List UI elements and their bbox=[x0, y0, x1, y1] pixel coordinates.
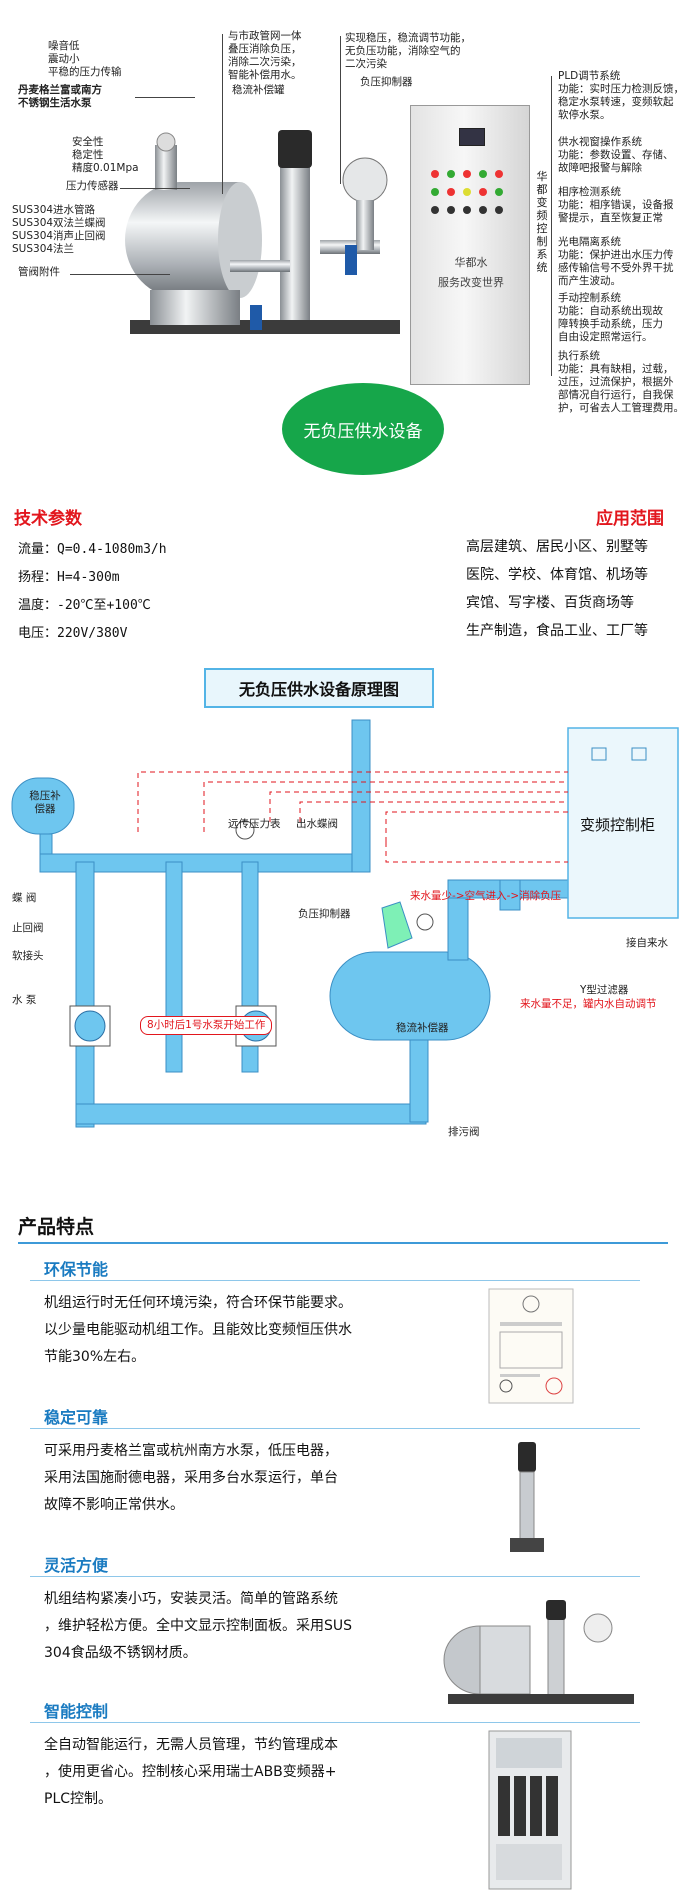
pump-switch-note: 8小时后1号水泵开始工作 bbox=[140, 1016, 273, 1035]
vfd-control-cabinet bbox=[567, 727, 679, 919]
label-butterfly: 蝶 阀 bbox=[12, 892, 37, 904]
riser-pipe bbox=[351, 719, 371, 873]
callout-line bbox=[222, 34, 223, 194]
label-cabinet: 变频控制柜 bbox=[580, 816, 656, 834]
callout-line bbox=[135, 97, 195, 98]
application-item: 宾馆、写字楼、百货商场等 bbox=[466, 595, 634, 611]
suppressor-label: 负压抑制器 bbox=[360, 76, 413, 88]
feature-title-flexible: 灵活方便 bbox=[44, 1556, 109, 1575]
feature-divider bbox=[30, 1428, 640, 1429]
feature-divider bbox=[30, 1576, 640, 1577]
callout-line bbox=[340, 36, 341, 184]
label-outlet-valve: 出水蝶阀 bbox=[296, 818, 338, 830]
label-inlet: 接自来水 bbox=[626, 937, 668, 949]
label-stabilizer: 稳压补偿器 bbox=[29, 790, 61, 815]
cabinet-interior-photo bbox=[488, 1730, 572, 1890]
callout-line bbox=[120, 188, 190, 189]
system-window: 供水视窗操作系统 功能：参数设置、存储、 故障吧报警与解除 bbox=[558, 136, 674, 174]
pressure-sensor-label: 压力传感器 bbox=[66, 180, 119, 192]
feature-title-reliable: 稳定可靠 bbox=[44, 1408, 109, 1427]
system-isolation: 光电隔离系统 功能：保护进出水压力传 感传输信号不受外界干扰 而产生波动。 bbox=[558, 236, 674, 287]
feature-divider bbox=[30, 1280, 640, 1281]
application-title: 应用范围 bbox=[596, 509, 664, 529]
callout-line bbox=[70, 274, 170, 275]
tech-params-title: 技术参数 bbox=[14, 509, 82, 529]
system-manual: 手动控制系统 功能：自动系统出现故 障转换手动系统，压力 自由设定照常运行。 bbox=[558, 292, 663, 343]
label-tank: 稳流补偿器 bbox=[396, 1022, 449, 1034]
system-phase: 相序检测系统 功能：相序错误，设备报 警提示，直至恢复正常 bbox=[558, 186, 674, 224]
feature-body-flexible: 机组结构紧凑小巧，安装灵活。简单的管路系统 ，维护轻松方便。全中文显示控制面板。… bbox=[44, 1591, 353, 1661]
callout-suppressor: 实现稳压，稳流调节功能， 无负压功能，消除空气的 二次污染 bbox=[345, 32, 471, 70]
vertical-system-title: 华都变频控制系统 bbox=[536, 170, 548, 274]
hero-section: 华都水 服务改变世界 华都变频控制系统 噪音低 震动小 平稳的压力传输 丹麦格兰… bbox=[0, 0, 700, 485]
note-low-water: 来水量少->空气进入->消除负压 bbox=[410, 890, 562, 902]
label-drain: 排污阀 bbox=[448, 1126, 480, 1138]
tank-label: 稳流补偿罐 bbox=[232, 84, 285, 96]
cabinet-indicator-lights bbox=[431, 170, 503, 214]
feature-body-eco: 机组运行时无任何环境污染，符合环保节能要求。 以少量电能驱动机组工作。且能效比变… bbox=[44, 1295, 352, 1365]
callout-pipes: SUS304进水管路 SUS304双法兰蝶阀 SUS304消声止回阀 SUS30… bbox=[12, 204, 106, 255]
pressure-gauge bbox=[235, 820, 255, 840]
principle-diagram bbox=[11, 719, 679, 1128]
diagram-title: 无负压供水设备原理图 bbox=[204, 668, 434, 708]
label-filter: Y型过滤器 bbox=[580, 984, 629, 996]
system-pld: PLD调节系统 功能：实时压力检测反馈， 稳定水泵转速，变频软起 软停水泵。 bbox=[558, 70, 684, 121]
param-temperature: 温度：-20℃至+100℃ bbox=[18, 598, 151, 613]
certificate-image bbox=[488, 1288, 574, 1404]
cabinet-brand-text: 华都水 bbox=[454, 256, 488, 269]
param-head: 扬程：H=4-300m bbox=[18, 570, 120, 585]
control-cabinet-photo: 华都水 服务改变世界 bbox=[410, 105, 530, 385]
feature-divider bbox=[30, 1722, 640, 1723]
feature-body-reliable: 可采用丹麦格兰富或杭州南方水泵，低压电器， 采用法国施耐德电器，采用多台水泵运行… bbox=[44, 1443, 338, 1513]
flow-stabilizer-tank bbox=[329, 951, 491, 1041]
product-name-bubble: 无负压供水设备 bbox=[282, 383, 444, 475]
cabinet-slogan-text: 服务改变世界 bbox=[438, 276, 504, 289]
callout-noise: 噪音低 震动小 平稳的压力传输 bbox=[48, 40, 122, 78]
label-gauge: 远传压力表 bbox=[228, 818, 281, 830]
label-soft: 软接头 bbox=[12, 950, 44, 962]
label-check: 止回阀 bbox=[12, 922, 44, 934]
label-pump: 水 泵 bbox=[12, 994, 37, 1006]
application-item: 医院、学校、体育馆、机场等 bbox=[466, 567, 648, 583]
application-item: 高层建筑、居民小区、别墅等 bbox=[466, 539, 648, 555]
param-flow: 流量：Q=0.4-1080m3/h bbox=[18, 542, 167, 557]
feature-title-eco: 环保节能 bbox=[44, 1260, 109, 1279]
features-divider bbox=[18, 1242, 668, 1244]
note-short-water: 来水量不足，罐内水自动调节 bbox=[520, 998, 657, 1010]
callout-tank: 与市政管网一体 叠压消除负压， 消除二次污染， 智能补偿用水。 bbox=[228, 30, 302, 81]
application-item: 生产制造，食品工业、工厂等 bbox=[466, 623, 648, 639]
callout-line bbox=[551, 76, 552, 376]
param-voltage: 电压：220V/380V bbox=[18, 626, 128, 641]
system-execution: 执行系统 功能：具有缺相，过载， 过压，过流保护，根据外 部情况自行运行，自我保… bbox=[558, 350, 684, 414]
callout-pump: 丹麦格兰富或南方 不锈钢生活水泵 bbox=[18, 84, 102, 109]
pump-photo bbox=[510, 1442, 544, 1552]
features-title: 产品特点 bbox=[18, 1216, 95, 1238]
bottom-header-pipe bbox=[75, 1103, 427, 1125]
label-suppressor: 负压抑制器 bbox=[298, 908, 351, 920]
equipment-photo bbox=[443, 1600, 634, 1704]
booster-equipment-illustration bbox=[125, 130, 400, 334]
fittings-label: 管阀附件 bbox=[18, 266, 60, 278]
cabinet-screen bbox=[459, 128, 485, 146]
feature-title-smart: 智能控制 bbox=[44, 1702, 109, 1721]
callout-sensor: 安全性 稳定性 精度0.01Mpa bbox=[72, 136, 139, 174]
feature-body-smart: 全自动智能运行，无需人员管理，节约管理成本 ，使用更省心。控制核心采用瑞士ABB… bbox=[44, 1737, 338, 1807]
